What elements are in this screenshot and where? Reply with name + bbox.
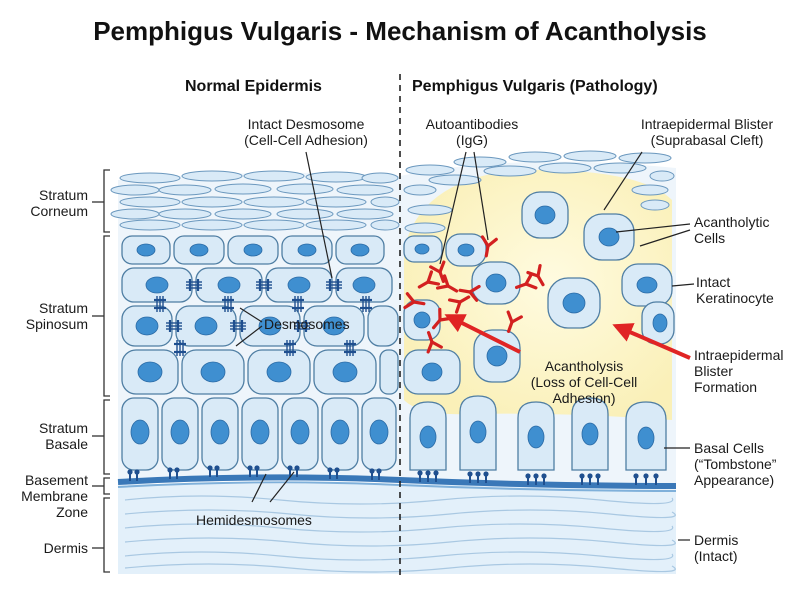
annotation-desmosomes: Desmosomes [264, 316, 350, 332]
basal-cells-normal [121, 397, 397, 471]
acantholytic-cells [445, 191, 675, 383]
tombstone-nuclei [419, 420, 655, 450]
label-dermis: Dermis [43, 540, 88, 556]
basal-nuclei-normal [130, 419, 389, 445]
diagram-title: Pemphigus Vulgaris - Mechanism of Acanth… [93, 16, 707, 46]
annotation-blister-cleft: Intraepidermal Blister(Suprabasal Cleft) [640, 116, 774, 148]
spinosum-nuclei-normal [135, 243, 376, 383]
panel-label-normal: Normal Epidermis [185, 78, 322, 95]
annotation-autoantibodies: Autoantibodies(IgG) [425, 116, 519, 148]
annotation-basal-cells: Basal Cells(“Tombstone”Appearance) [694, 440, 777, 488]
acantholysis-arrows [444, 314, 691, 360]
dermis-region [118, 484, 676, 574]
annotation-intact-desmosome: Intact Desmosome(Cell-Cell Adhesion) [244, 116, 368, 148]
stratum-corneum-cells [110, 150, 675, 234]
panel-label-pathology: Pemphigus Vulgaris (Pathology) [412, 78, 658, 95]
layer-brackets [92, 169, 110, 573]
dermis-fibers [124, 495, 676, 573]
leader-lines [235, 151, 695, 541]
acantholytic-nuclei [413, 205, 668, 382]
basement-membrane [117, 474, 677, 489]
annotation-hemidesmosomes: Hemidesmosomes [196, 512, 312, 528]
annotation-dermis-intact: Dermis(Intact) [694, 532, 739, 564]
